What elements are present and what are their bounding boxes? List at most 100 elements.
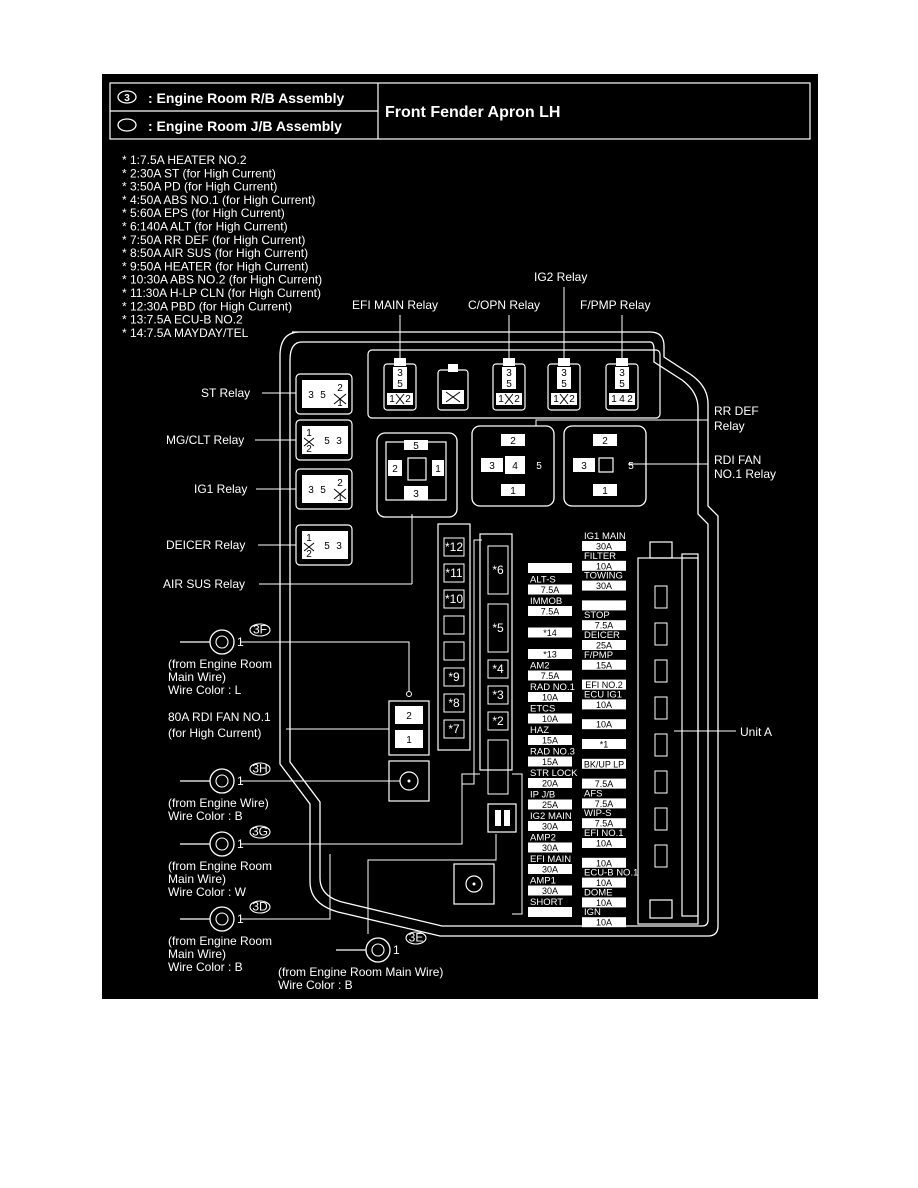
leader-lines: [255, 287, 736, 732]
mini-fuse-name: RAD NO.3: [530, 747, 575, 758]
connector-label: Main Wire): [168, 670, 226, 684]
rr-def-relay-label: RR DEF: [714, 404, 759, 418]
mini-fuse-name: IG1 MAIN: [584, 531, 626, 542]
mini-fuse-amp: 7.5A: [595, 799, 614, 809]
relay-pin-label: 5: [628, 461, 634, 472]
mini-fuse-amp: 10A: [542, 693, 558, 703]
unit-a-slot: [654, 844, 668, 868]
fuse-list-item: * 1:7.5A HEATER NO.2: [122, 153, 247, 167]
connector-c3e: 13E(from Engine Room Main Wire)Wire Colo…: [278, 931, 443, 993]
fuse-list-item: * 4:50A ABS NO.1 (for High Current): [122, 193, 315, 207]
mini-fuse-amp: *13: [543, 650, 557, 660]
connector-label: Main Wire): [168, 872, 226, 886]
relay-pin-label: 2: [602, 436, 608, 447]
high-current-fuse: [443, 615, 465, 635]
fuse-list-item: * 9:50A HEATER (for High Current): [122, 259, 309, 273]
rdi-fuse-label-2: (for High Current): [168, 726, 261, 740]
mini-fuse-amp: 7.5A: [595, 819, 614, 829]
relay-pin-label: 2: [510, 436, 516, 447]
fuse-list-item: * 2:30A ST (for High Current): [122, 166, 276, 180]
deicer-relay-label: DEICER Relay: [166, 538, 245, 552]
ground-terminal-icon: [365, 937, 391, 963]
mini-fuse-amp: 25A: [542, 800, 558, 810]
connector-c3h: 13H(from Engine Wire)Wire Color : B: [168, 762, 271, 823]
high-current-fuse: *12: [443, 537, 465, 557]
mini-fuse-amp: BK/UP LP: [584, 759, 624, 769]
relay-pin-label: 3: [336, 541, 342, 552]
mini-fuse-amp: 10A: [542, 714, 558, 724]
high-current-fuse: *8: [443, 693, 465, 713]
mini-fuse-amp: 10A: [596, 918, 612, 928]
rdi-fan-fuse: 2 1 80A RDI FAN NO.1 (for High Current): [168, 700, 430, 802]
relay-pin-label: 2: [627, 394, 633, 405]
high-current-fuse-label: *4: [492, 662, 504, 676]
ground-terminal-icon: [209, 906, 235, 932]
connector-label: (from Engine Room: [168, 657, 272, 671]
connector-pin: 1: [393, 943, 400, 957]
connector-tag: 3E: [409, 931, 424, 945]
rdi-fan-relay-label: RDI FAN: [714, 453, 761, 467]
mini-fuse-amp: 25A: [596, 641, 612, 651]
mini-fuse: 10A: [582, 719, 626, 730]
jb-symbol-icon: [117, 118, 137, 132]
mini-fuse-amp: 15A: [542, 757, 558, 767]
high-current-fuse: *9: [443, 667, 465, 687]
high-current-fuse: *10: [443, 589, 465, 609]
relay-pin-label: 1: [435, 464, 441, 475]
mini-fuse-name: SHORT: [530, 897, 563, 908]
connector-tag: 3D: [252, 900, 268, 914]
connector-label: Wire Color : B: [278, 978, 353, 992]
unit-a-label: Unit A: [740, 725, 772, 739]
mini-fuse-amp: 10A: [596, 561, 612, 571]
mini-fuse-name: RAD NO.1: [530, 682, 575, 693]
jb-assembly-label: : Engine Room J/B Assembly: [148, 118, 342, 134]
mini-fuse-amp: 15A: [596, 660, 612, 670]
rdi-fan-relay-label-2: NO.1 Relay: [714, 467, 776, 481]
high-current-fuse-label: *11: [445, 566, 462, 580]
connector-tag: 3F: [253, 623, 267, 637]
connector-tag: 3G: [252, 825, 268, 839]
mini-fuse: EFI NO.2: [582, 679, 626, 690]
relay-pin-label: 1: [306, 533, 312, 544]
high-current-fuse: *7: [443, 719, 465, 739]
relay-pin-label: 3: [489, 461, 495, 472]
relay-pin-label: 2: [405, 394, 411, 405]
mini-fuse-amp: 7.5A: [541, 671, 560, 681]
mini-fuse: *1: [582, 739, 626, 750]
connector-tag-icon: [249, 762, 271, 776]
mini-fuse: ALT-S7.5A: [528, 575, 572, 595]
mini-fuse-name: ETCS: [530, 704, 555, 715]
relay-pin-label: 1: [337, 398, 343, 409]
mini-fuse-name: F/PMP: [584, 650, 613, 661]
connector-label: Wire Color : L: [168, 683, 242, 697]
mini-fuse-amp: 7.5A: [541, 607, 560, 617]
mini-fuse-name: AM2: [530, 661, 550, 672]
mini-fuse-amp: 30A: [542, 865, 558, 875]
mini-fuse-amp: 10A: [596, 839, 612, 849]
f-pmp-relay-label: F/PMP Relay: [580, 298, 650, 312]
rdi-fuse-label: 80A RDI FAN NO.1: [168, 710, 271, 724]
mini-fuse-name: STR LOCK: [530, 768, 578, 779]
relay-pin-label: 5: [506, 379, 512, 390]
mini-fuse: *14: [528, 627, 572, 638]
relay-pin-label: 3: [308, 390, 314, 401]
